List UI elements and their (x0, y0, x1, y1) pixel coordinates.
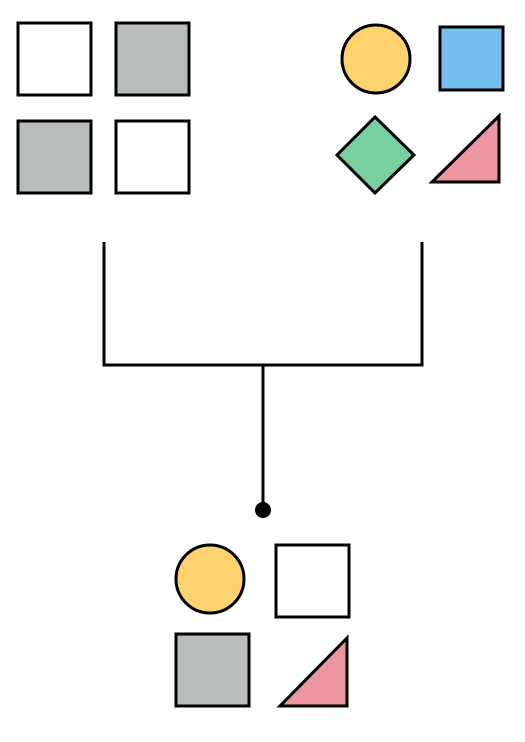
left-cell-4-shape (114, 119, 191, 195)
left-cell-2-shape (114, 21, 191, 97)
connector-end-dot (255, 502, 271, 518)
left-cell-3-shape (16, 119, 93, 195)
right-shape-grid (334, 23, 505, 196)
result-cell-3-shape (174, 632, 251, 708)
right-cell-1-shape (340, 23, 412, 95)
left-shape-grid (16, 21, 191, 195)
result-cell-4-shape (276, 634, 349, 708)
right-cell-2-shape (438, 25, 505, 92)
result-shape-grid (174, 543, 351, 708)
result-cell-2-shape (274, 543, 351, 619)
merge-bracket-line (102, 242, 424, 367)
right-cell-3-shape (334, 114, 417, 196)
connector (102, 242, 424, 518)
left-cell-1-shape (16, 21, 93, 97)
result-cell-1-shape (174, 543, 246, 615)
right-cell-4-shape (428, 112, 501, 184)
